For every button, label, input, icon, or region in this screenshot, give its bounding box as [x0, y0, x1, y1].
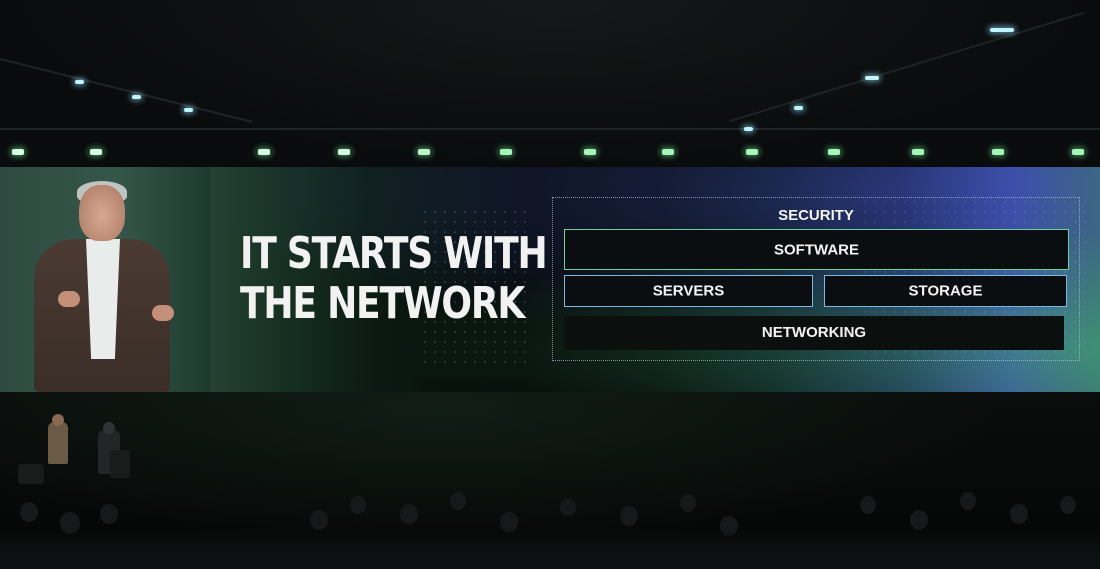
- ceiling-truss: [729, 11, 1085, 122]
- networking-layer: NETWORKING: [564, 316, 1064, 350]
- stage-light: [338, 149, 350, 155]
- speaker-hand: [152, 305, 174, 321]
- stage-light: [12, 149, 24, 155]
- speaker-video-feed: [0, 167, 210, 392]
- audience-member: [560, 498, 576, 516]
- software-label: SOFTWARE: [774, 241, 859, 258]
- audience-member: [100, 504, 118, 524]
- audience-member: [310, 510, 328, 530]
- audience-member: [20, 502, 38, 522]
- stage-chair: [110, 450, 130, 478]
- audience-silhouettes: [0, 527, 1100, 569]
- ceiling-truss: [0, 58, 253, 123]
- audience-member: [680, 494, 696, 512]
- audience-member: [960, 492, 976, 510]
- software-layer: SOFTWARE: [564, 229, 1069, 270]
- audience-member: [1010, 504, 1028, 524]
- audience-member: [860, 496, 876, 514]
- storage-layer: STORAGE: [824, 275, 1067, 307]
- stage-chair: [18, 464, 44, 484]
- panelist-head: [52, 414, 64, 426]
- speaker-shirt: [86, 239, 120, 359]
- audience-member: [620, 506, 638, 526]
- storage-label: STORAGE: [908, 282, 983, 300]
- spotlight: [132, 95, 141, 99]
- networking-label: NETWORKING: [761, 324, 867, 341]
- servers-layer: SERVERS: [564, 275, 813, 307]
- audience-member: [400, 504, 418, 524]
- stage-light: [992, 149, 1004, 155]
- stage-light: [662, 149, 674, 155]
- spotlight: [744, 127, 753, 131]
- speaker-hand: [58, 291, 80, 307]
- ceiling: [0, 0, 1100, 165]
- stage-light: [828, 149, 840, 155]
- stage-light: [746, 149, 758, 155]
- panelist: [48, 422, 68, 464]
- stage-light: [90, 149, 102, 155]
- spotlight: [865, 76, 879, 80]
- audience-member: [910, 510, 928, 530]
- headline-line: THE NETWORK: [240, 278, 525, 329]
- ceiling-truss: [0, 128, 1100, 130]
- audience-member: [1060, 496, 1076, 514]
- slide-headline: IT STARTS WITH THE NETWORK: [240, 228, 548, 329]
- audience-member: [350, 496, 366, 514]
- stage-light: [912, 149, 924, 155]
- presentation-screen: IT STARTS WITH THE NETWORK SECURITY SOFT…: [0, 167, 1100, 392]
- spotlight: [990, 28, 1014, 32]
- stage-light: [418, 149, 430, 155]
- audience-member: [450, 492, 466, 510]
- servers-label: SERVERS: [652, 282, 725, 300]
- headline-line: IT STARTS WITH: [240, 228, 548, 279]
- stage-light: [500, 149, 512, 155]
- panelist-head: [103, 422, 115, 434]
- dot-pattern: [420, 207, 530, 367]
- stage-and-audience: [0, 392, 1100, 569]
- stage-light: [258, 149, 270, 155]
- speaker-head: [79, 185, 125, 241]
- security-label: SECURITY: [778, 207, 854, 224]
- stage-light: [584, 149, 596, 155]
- spotlight: [794, 106, 803, 110]
- stack-diagram: SECURITY SOFTWARE SERVERS STORAGE NETWOR…: [552, 197, 1080, 361]
- spotlight: [75, 80, 84, 84]
- stage-light: [1072, 149, 1084, 155]
- spotlight: [184, 108, 193, 112]
